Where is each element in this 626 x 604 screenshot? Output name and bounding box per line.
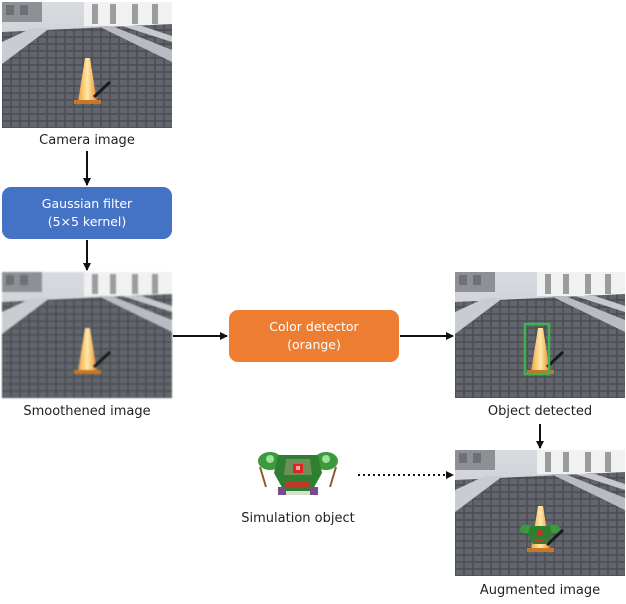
smoothened-image-caption: Smoothened image xyxy=(23,404,151,419)
augmented-image-caption: Augmented image xyxy=(479,583,601,598)
gaussian-filter-label: Gaussian filter xyxy=(41,196,133,211)
simulation-object-caption: Simulation object xyxy=(241,511,355,526)
road-cone-scene-icon xyxy=(455,272,625,398)
gaussian-filter-kernel-label: (5×5 kernel) xyxy=(47,214,127,229)
robot-character-icon xyxy=(520,524,560,544)
robot-character-icon xyxy=(258,452,338,495)
color-detector-box: Color detector (orange) xyxy=(229,310,399,362)
object-detected-caption: Object detected xyxy=(487,404,593,419)
object-detected-image xyxy=(455,272,625,398)
gaussian-filter-box: Gaussian filter (5×5 kernel) xyxy=(2,187,172,239)
road-cone-scene-icon xyxy=(455,450,625,576)
color-detector-color-label: (orange) xyxy=(287,337,341,352)
camera-image-caption: Camera image xyxy=(39,133,135,148)
color-detector-label: Color detector xyxy=(269,319,359,334)
augmented-image xyxy=(455,450,625,576)
simulation-object xyxy=(256,447,340,499)
detection-bounding-box xyxy=(523,322,551,376)
